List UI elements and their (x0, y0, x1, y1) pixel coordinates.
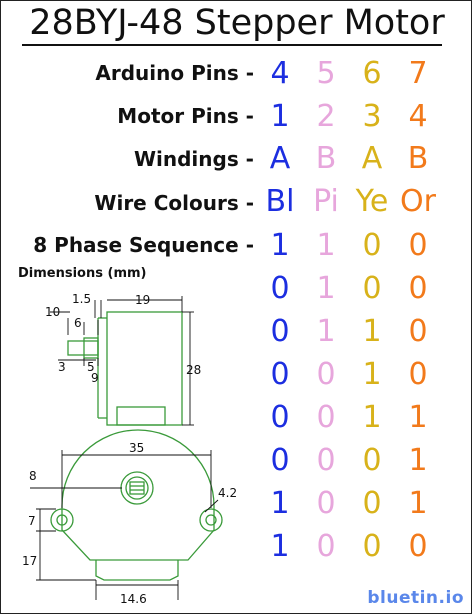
sequence-cell: 0 (362, 443, 382, 478)
dim-label-1-5: 1.5 (72, 292, 91, 306)
dim-label-14-6: 14.6 (120, 592, 147, 606)
dim-label-3: 3 (58, 360, 66, 374)
dimensions-title: Dimensions (mm) (18, 266, 147, 281)
front-mount-hole-left (50, 508, 74, 532)
sequence-cell: 1 (316, 228, 336, 263)
sequence-cell: 0 (270, 443, 290, 478)
side-body-outline (106, 311, 183, 426)
arduino-pin-cell: 4 (270, 56, 290, 91)
dim-label-17: 17 (22, 554, 37, 568)
sequence-cell: 0 (270, 314, 290, 349)
sequence-cell: 1 (362, 357, 382, 392)
dim-label-10: 10 (45, 305, 60, 319)
sequence-cell: 0 (316, 443, 336, 478)
sequence-cell: 1 (316, 271, 336, 306)
side-shaft (67, 340, 99, 356)
sequence-cell: 0 (270, 400, 290, 435)
sequence-cell: 0 (408, 271, 428, 306)
winding-cell: A (361, 141, 383, 176)
front-body-lower (61, 506, 215, 561)
motor-front-view (50, 429, 223, 581)
row-label-wire-colours: Wire Colours - (94, 191, 254, 215)
motor-pin-cell: 4 (408, 99, 428, 134)
side-dimension-lines (50, 296, 194, 426)
row-label-phase-sequence: 8 Phase Sequence - (33, 233, 254, 257)
page-title: 28BYJ-48 Stepper Motor (29, 3, 445, 43)
row-label-windings: Windings - (133, 147, 254, 171)
dim-label-4-2: 4.2 (218, 486, 237, 500)
sequence-cell: 0 (316, 486, 336, 521)
title-underline (22, 44, 442, 46)
motor-pin-cell: 2 (316, 99, 336, 134)
arduino-pin-cell: 7 (408, 56, 428, 91)
dim-label-7: 7 (28, 514, 36, 528)
dim-label-9: 9 (91, 371, 99, 385)
sequence-cell: 0 (316, 400, 336, 435)
dim-label-5: 5 (87, 360, 95, 374)
wire-colour-cell: Pi (313, 184, 339, 219)
motor-pin-cell: 3 (362, 99, 382, 134)
sequence-cell: 0 (316, 357, 336, 392)
dim-label-35: 35 (129, 441, 144, 455)
front-body-arc (61, 429, 215, 507)
sequence-cell: 0 (362, 271, 382, 306)
sequence-cell: 0 (270, 357, 290, 392)
dim-label-28: 28 (186, 363, 201, 377)
sequence-cell: 1 (408, 443, 428, 478)
sequence-cell: 1 (362, 314, 382, 349)
sequence-cell: 0 (408, 314, 428, 349)
front-mount-hole-right (199, 508, 223, 532)
sequence-cell: 0 (362, 228, 382, 263)
sequence-cell: 0 (408, 357, 428, 392)
sequence-cell: 1 (270, 228, 290, 263)
brand-watermark: bluetin.io (367, 588, 464, 608)
dim-label-6: 6 (74, 316, 82, 330)
sequence-cell: 0 (362, 529, 382, 564)
motor-pin-cell: 1 (270, 99, 290, 134)
winding-cell: A (269, 141, 291, 176)
sequence-cell: 0 (408, 529, 428, 564)
wire-colour-cell: Ye (355, 184, 389, 219)
arduino-pin-cell: 6 (362, 56, 382, 91)
sequence-cell: 0 (408, 228, 428, 263)
winding-cell: B (315, 141, 337, 176)
dim-label-19: 19 (135, 293, 150, 307)
sequence-cell: 1 (408, 486, 428, 521)
sequence-cell: 0 (362, 486, 382, 521)
motor-side-view (67, 311, 183, 426)
front-cable-housing (95, 560, 179, 581)
winding-cell: B (407, 141, 429, 176)
front-dimension-lines (30, 450, 219, 600)
side-connector (116, 406, 166, 426)
wire-colour-cell: Or (400, 184, 436, 219)
wire-colour-cell: Bl (265, 184, 295, 219)
row-label-motor-pins: Motor Pins - (117, 104, 254, 128)
sequence-cell: 1 (270, 529, 290, 564)
sequence-cell: 1 (408, 400, 428, 435)
sequence-cell: 0 (316, 529, 336, 564)
arduino-pin-cell: 5 (316, 56, 336, 91)
sequence-cell: 1 (362, 400, 382, 435)
sequence-cell: 1 (316, 314, 336, 349)
row-label-arduino-pins: Arduino Pins - (95, 61, 254, 85)
sequence-cell: 1 (270, 486, 290, 521)
sequence-cell: 0 (270, 271, 290, 306)
dim-label-8: 8 (29, 469, 37, 483)
